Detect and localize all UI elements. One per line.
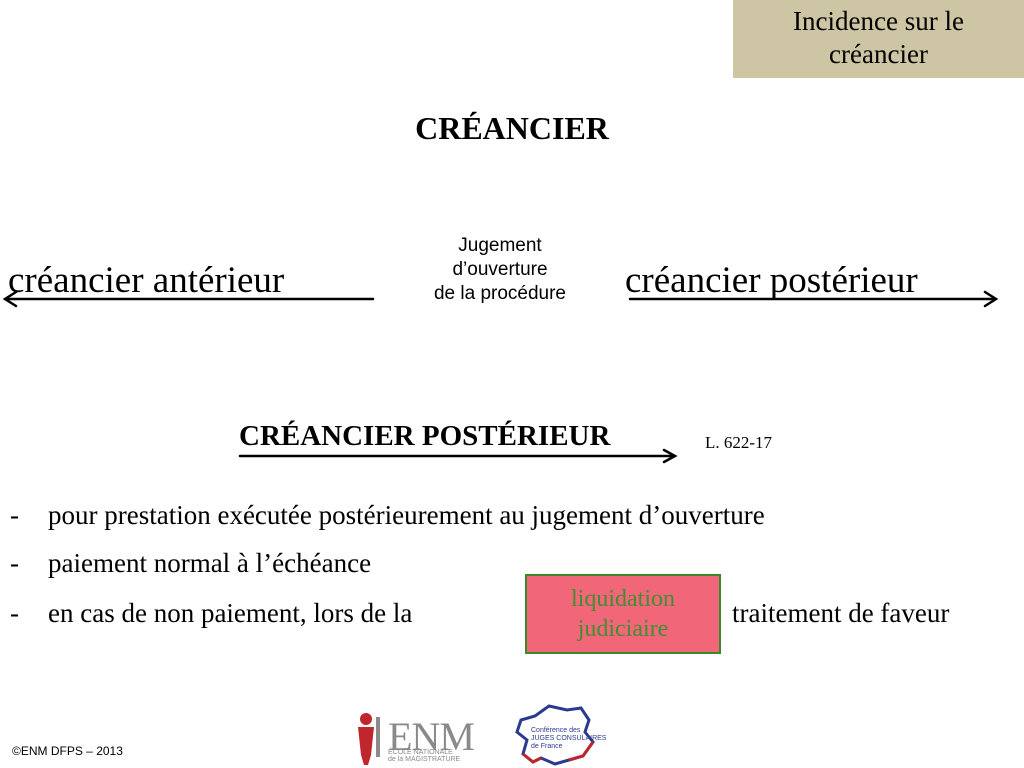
bullet-dash: - [10, 500, 19, 530]
bullet-item: -en cas de non paiement, lors de la [10, 598, 412, 629]
conference-logo-text: Conférence des JUGES CONSULAIRES de Fran… [531, 727, 606, 751]
bullet-text: pour prestation exécutée postérieurement… [48, 500, 765, 530]
conf-line1: Conférence des [531, 727, 581, 734]
bullet-dash: - [10, 598, 19, 628]
center-label-line2: d’ouverture [452, 259, 548, 280]
copyright: ©ENM DFPS – 2013 [12, 744, 123, 758]
slide-title: CRÉANCIER [415, 110, 609, 146]
bullet-text: paiement normal à l’échéance [48, 548, 372, 578]
section-tag-line1: Incidence sur le [793, 6, 964, 36]
enm-logo-icon [358, 713, 380, 765]
center-label-line1: Jugement [458, 235, 542, 256]
bullet-text: en cas de non paiement, lors de la [48, 598, 413, 628]
conf-line3: de France [531, 743, 563, 750]
section-tag-line2: créancier [829, 39, 928, 69]
liquidation-box: liquidation judiciaire [525, 574, 721, 654]
bullet-item: -pour prestation exécutée postérieuremen… [10, 500, 765, 531]
conf-line2: JUGES CONSULAIRES [531, 735, 607, 742]
after-box-text: traitement de faveur [732, 598, 950, 628]
liquidation-box-line1: liquidation [571, 586, 675, 612]
enm-sub-line1: ÉCOLE NATIONALE [388, 749, 453, 756]
bullet-item: -paiement normal à l’échéance [10, 548, 371, 579]
enm-sub-line2: de la MAGISTRATURE [388, 756, 461, 763]
bullet-dash: - [10, 548, 19, 578]
enm-logo-text: ENM [388, 714, 475, 759]
enm-logo-subtitle: ÉCOLE NATIONALE de la MAGISTRATURE [388, 749, 460, 763]
legal-reference: L. 622-17 [705, 433, 773, 452]
subtitle: CRÉANCIER POSTÉRIEUR [239, 420, 611, 452]
france-map-logo-icon [515, 704, 595, 766]
right-label: créancier postérieur [625, 260, 918, 301]
left-label: créancier antérieur [8, 260, 285, 301]
center-label-line3: de la procédure [433, 283, 567, 304]
liquidation-box-line2: judiciaire [577, 616, 669, 642]
center-label: Jugement d’ouverture de la procédure [410, 234, 590, 306]
section-tag: Incidence sur le créancier [733, 0, 1024, 78]
